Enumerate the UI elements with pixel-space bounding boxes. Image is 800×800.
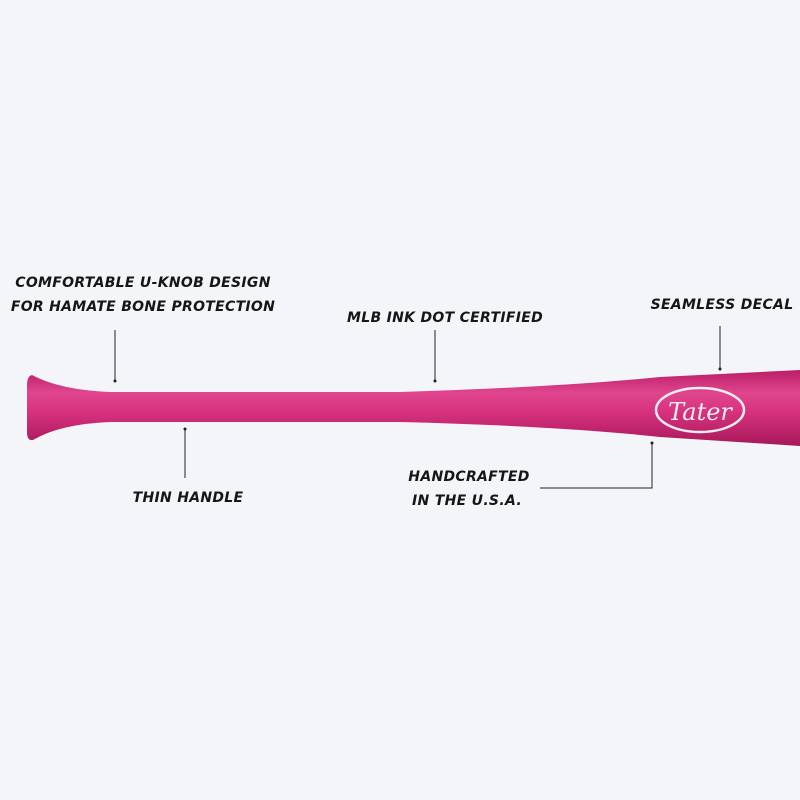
label-decal: SEAMLESS DECAL bbox=[651, 297, 794, 313]
callout-lines bbox=[114, 326, 721, 489]
label-made-2: IN THE U.S.A. bbox=[412, 493, 522, 509]
label-knob-2: FOR HAMATE BONE PROTECTION bbox=[11, 299, 275, 315]
svg-text:Tater: Tater bbox=[668, 398, 733, 426]
label-handle: THIN HANDLE bbox=[133, 490, 244, 506]
label-made-1: HANDCRAFTED bbox=[408, 469, 529, 485]
baseball-bat bbox=[27, 370, 800, 446]
tater-logo: Tater bbox=[654, 386, 746, 434]
label-knob-1: COMFORTABLE U-KNOB DESIGN bbox=[15, 275, 270, 291]
label-ink-dot: MLB INK DOT CERTIFIED bbox=[347, 310, 543, 326]
